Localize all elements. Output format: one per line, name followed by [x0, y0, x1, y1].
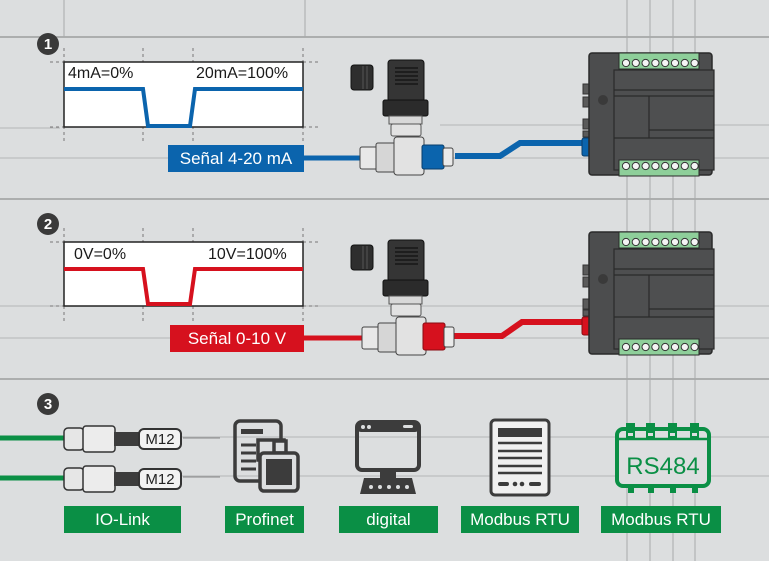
- terminal-screw: [690, 161, 699, 171]
- terminal-screw: [631, 237, 640, 247]
- terminal-screw: [690, 58, 699, 68]
- waveform-line: [64, 267, 303, 306]
- signal-label-0-10v: Señal 0-10 V: [170, 325, 304, 352]
- rs484-chip-icon: RS484: [615, 423, 711, 493]
- chip-text: RS484: [626, 453, 699, 480]
- terminal-screw: [680, 342, 689, 352]
- terminal-screw: [621, 342, 631, 352]
- document-device-icon: [233, 419, 300, 493]
- terminal-screw: [670, 342, 680, 352]
- terminal-screw: [670, 58, 680, 68]
- wave-low-label: 0V=0%: [74, 246, 127, 263]
- pressure-transmitter-icon: [350, 239, 455, 356]
- terminal-screw: [690, 237, 699, 247]
- protocol-label-io-link: IO-Link: [64, 506, 181, 533]
- m12-connector-icon: [63, 465, 140, 493]
- terminal-screw: [631, 161, 640, 171]
- terminal-screw: [641, 58, 650, 68]
- terminal-screw: [641, 161, 650, 171]
- wave-high-label: 10V=100%: [208, 246, 287, 263]
- terminal-screw: [621, 237, 631, 247]
- terminal-screw: [631, 58, 640, 68]
- terminal-screw: [670, 237, 680, 247]
- terminal-screw: [661, 342, 670, 352]
- section-number-badge: 3: [37, 393, 59, 415]
- m12-label: M12: [138, 468, 182, 490]
- terminal-screw: [680, 161, 689, 171]
- pressure-transmitter-icon: [350, 59, 454, 176]
- terminal-screw: [651, 161, 660, 171]
- waveform-0-10v: [50, 228, 320, 322]
- section-number-badge: 1: [37, 33, 59, 55]
- terminal-screw: [661, 237, 670, 247]
- terminal-screw: [641, 342, 650, 352]
- waveform-4-20ma: [50, 48, 320, 142]
- sensor-wiring-1: [304, 59, 583, 176]
- waveform-frame: [63, 61, 304, 128]
- protocol-label-profinet: Profinet: [225, 506, 304, 533]
- section-number-badge: 2: [37, 213, 59, 235]
- terminal-screw: [621, 58, 631, 68]
- terminal-screw: [690, 342, 699, 352]
- terminal-screw: [651, 342, 660, 352]
- wave-high-label: 20mA=100%: [196, 65, 289, 82]
- waveform-line: [64, 87, 303, 128]
- terminal-screw: [661, 58, 670, 68]
- terminal-screw: [670, 161, 680, 171]
- m12-label: M12: [138, 428, 182, 450]
- monitor-icon: [355, 420, 421, 494]
- protocol-label-modbus-rtu: Modbus RTU: [461, 506, 579, 533]
- terminal-screw: [680, 58, 689, 68]
- terminal-screw: [651, 58, 660, 68]
- terminal-screw: [661, 161, 670, 171]
- plc-controller-icon: [581, 52, 715, 177]
- protocol-label-modbus-rtu-rs484: Modbus RTU: [601, 506, 721, 533]
- terminal-screw: [631, 342, 640, 352]
- terminal-screw: [680, 237, 689, 247]
- sensor-wiring-2: [304, 239, 585, 356]
- terminal-screw: [651, 237, 660, 247]
- data-sheet-icon: [489, 418, 551, 497]
- signal-wire: [453, 319, 585, 339]
- terminal-screw: [621, 161, 631, 171]
- wave-low-label: 4mA=0%: [68, 65, 134, 82]
- signal-label-4-20ma: Señal 4-20 mA: [168, 145, 304, 172]
- terminal-screw: [641, 237, 650, 247]
- waveform-frame: [63, 241, 304, 307]
- m12-connector-icon: [63, 425, 140, 453]
- protocol-label-digital: digital: [339, 506, 438, 533]
- signal-wire: [455, 140, 583, 159]
- plc-controller-icon: [581, 231, 715, 356]
